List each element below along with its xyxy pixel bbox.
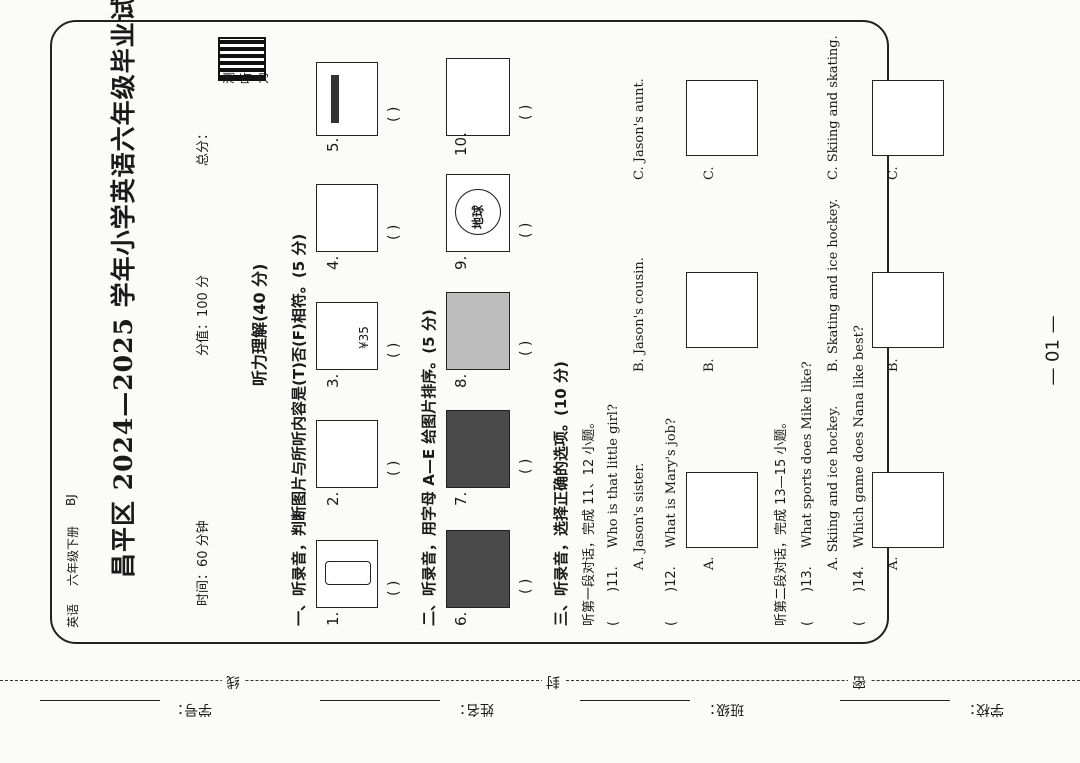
answer-bracket[interactable]: ( ) xyxy=(518,578,534,594)
option-c[interactable]: C. Skiing and skating. xyxy=(826,35,841,180)
option-b[interactable]: B. Skating and ice hockey. xyxy=(826,198,841,372)
class-line[interactable] xyxy=(580,700,690,701)
answer-bracket[interactable]: ( ) xyxy=(518,222,534,238)
name-line[interactable] xyxy=(320,700,440,701)
dialog2-instruction: 听第二段对话，完成 13—15 小题。 xyxy=(774,415,789,626)
kids-playing-picture xyxy=(316,420,378,488)
item-number: 6. xyxy=(452,611,470,626)
question-number: )12. xyxy=(664,566,679,592)
item-number: 7. xyxy=(452,491,470,506)
tennis-picture xyxy=(872,472,944,548)
cooking-picture xyxy=(446,58,510,136)
score-label: 分值：100 分 xyxy=(196,275,211,356)
option-b[interactable]: B. Jason's cousin. xyxy=(632,257,647,372)
page-title: 昌平区 2024—2025 学年小学英语六年级毕业试卷 xyxy=(109,0,138,578)
student-id-label: 学号： xyxy=(170,701,212,717)
time-label: 时间：60 分钟 xyxy=(196,520,211,606)
question-number: )13. xyxy=(800,566,815,592)
answer-bracket[interactable]: ( ) xyxy=(518,104,534,120)
dialog1-instruction: 听第一段对话，完成 11、12 小题。 xyxy=(582,415,597,626)
option-a[interactable]: A. xyxy=(886,556,901,570)
student-id-line[interactable] xyxy=(40,700,160,701)
globe-picture: 地球 xyxy=(446,174,510,252)
answer-bracket[interactable]: ( ) xyxy=(386,224,402,240)
option-a[interactable]: A. Skiing and ice hockey. xyxy=(826,405,841,570)
edition-label: BJ xyxy=(64,494,78,506)
price-tag: ¥35 xyxy=(357,326,371,349)
binding-cut-line xyxy=(0,680,1080,681)
doctor-picture xyxy=(686,272,758,348)
question-number: )11. xyxy=(606,566,621,592)
option-c[interactable]: C. xyxy=(886,166,901,180)
page-number: — 01 — xyxy=(1042,315,1064,386)
soccer-kids-picture xyxy=(316,184,378,252)
option-b[interactable]: B. xyxy=(702,358,717,372)
school-label: 学校： xyxy=(962,701,1004,717)
grade-label: 六年级下册 xyxy=(66,525,80,586)
subject-label: 英语 xyxy=(66,603,80,628)
open-paren[interactable]: ( xyxy=(664,620,679,626)
binding-mark: 线 xyxy=(222,672,244,692)
thermos-picture xyxy=(316,540,378,608)
item-number: 10. xyxy=(452,132,470,156)
dancer-picture xyxy=(686,80,758,156)
binding-mark: 封 xyxy=(542,672,564,692)
answer-bracket[interactable]: ( ) xyxy=(386,460,402,476)
answer-bracket[interactable]: ( ) xyxy=(518,340,534,356)
question-text: What sports does Mike like? xyxy=(800,361,815,548)
school-line[interactable] xyxy=(840,700,950,701)
open-paren[interactable]: ( xyxy=(852,620,867,626)
name-label: 姓名： xyxy=(452,701,494,717)
question-text: What is Mary's job? xyxy=(664,418,679,548)
option-a[interactable]: A. Jason's sister. xyxy=(632,462,647,570)
binding-mark: 密 xyxy=(848,672,870,692)
question-text: Which game does Nana like best? xyxy=(852,325,867,548)
item-number: 5. xyxy=(324,137,342,152)
item-number: 1. xyxy=(324,611,342,626)
item-number: 3. xyxy=(324,373,342,388)
trousers-picture: ¥35 xyxy=(316,302,378,370)
market-photo xyxy=(446,530,510,608)
part1-title: 一、听录音，判断图片与所听内容是(T)否(F)相符。(5 分) xyxy=(290,233,308,626)
option-a[interactable]: A. xyxy=(702,556,717,570)
class-label: 班级： xyxy=(702,701,744,717)
total-label: 总分： xyxy=(196,126,211,166)
open-paren[interactable]: ( xyxy=(800,620,815,626)
hills-photo xyxy=(446,292,510,370)
qr-caption: 测听力 xyxy=(222,71,270,84)
option-c[interactable]: C. Jason's aunt. xyxy=(632,78,647,180)
desk-picture xyxy=(316,62,378,136)
exam-page-continued: ( )12. What is Mary's job? A. B. C. 听第二段… xyxy=(660,16,1080,656)
answer-bracket[interactable]: ( ) xyxy=(386,106,402,122)
singer-picture xyxy=(686,472,758,548)
football-picture xyxy=(872,80,944,156)
question-text: Who is that little girl? xyxy=(606,404,621,548)
option-c[interactable]: C. xyxy=(702,166,717,180)
item-number: 9. xyxy=(452,255,470,270)
option-b[interactable]: B. xyxy=(886,358,901,372)
answer-bracket[interactable]: ( ) xyxy=(386,580,402,596)
rock-cliff-photo xyxy=(446,410,510,488)
question-number: )14. xyxy=(852,566,867,592)
answer-bracket[interactable]: ( ) xyxy=(518,458,534,474)
section-heading: 听力理解(40 分) xyxy=(250,263,269,386)
part2-title: 二、听录音，用字母 A—E 给图片排序。(5 分) xyxy=(420,309,438,626)
open-paren[interactable]: ( xyxy=(606,620,621,626)
table-tennis-picture xyxy=(872,272,944,348)
item-number: 8. xyxy=(452,373,470,388)
answer-bracket[interactable]: ( ) xyxy=(386,342,402,358)
item-number: 4. xyxy=(324,255,342,270)
item-number: 2. xyxy=(324,491,342,506)
globe-label: 地球 xyxy=(471,204,485,229)
part3-title: 三、听录音，选择正确的选项。(10 分) xyxy=(552,361,570,626)
